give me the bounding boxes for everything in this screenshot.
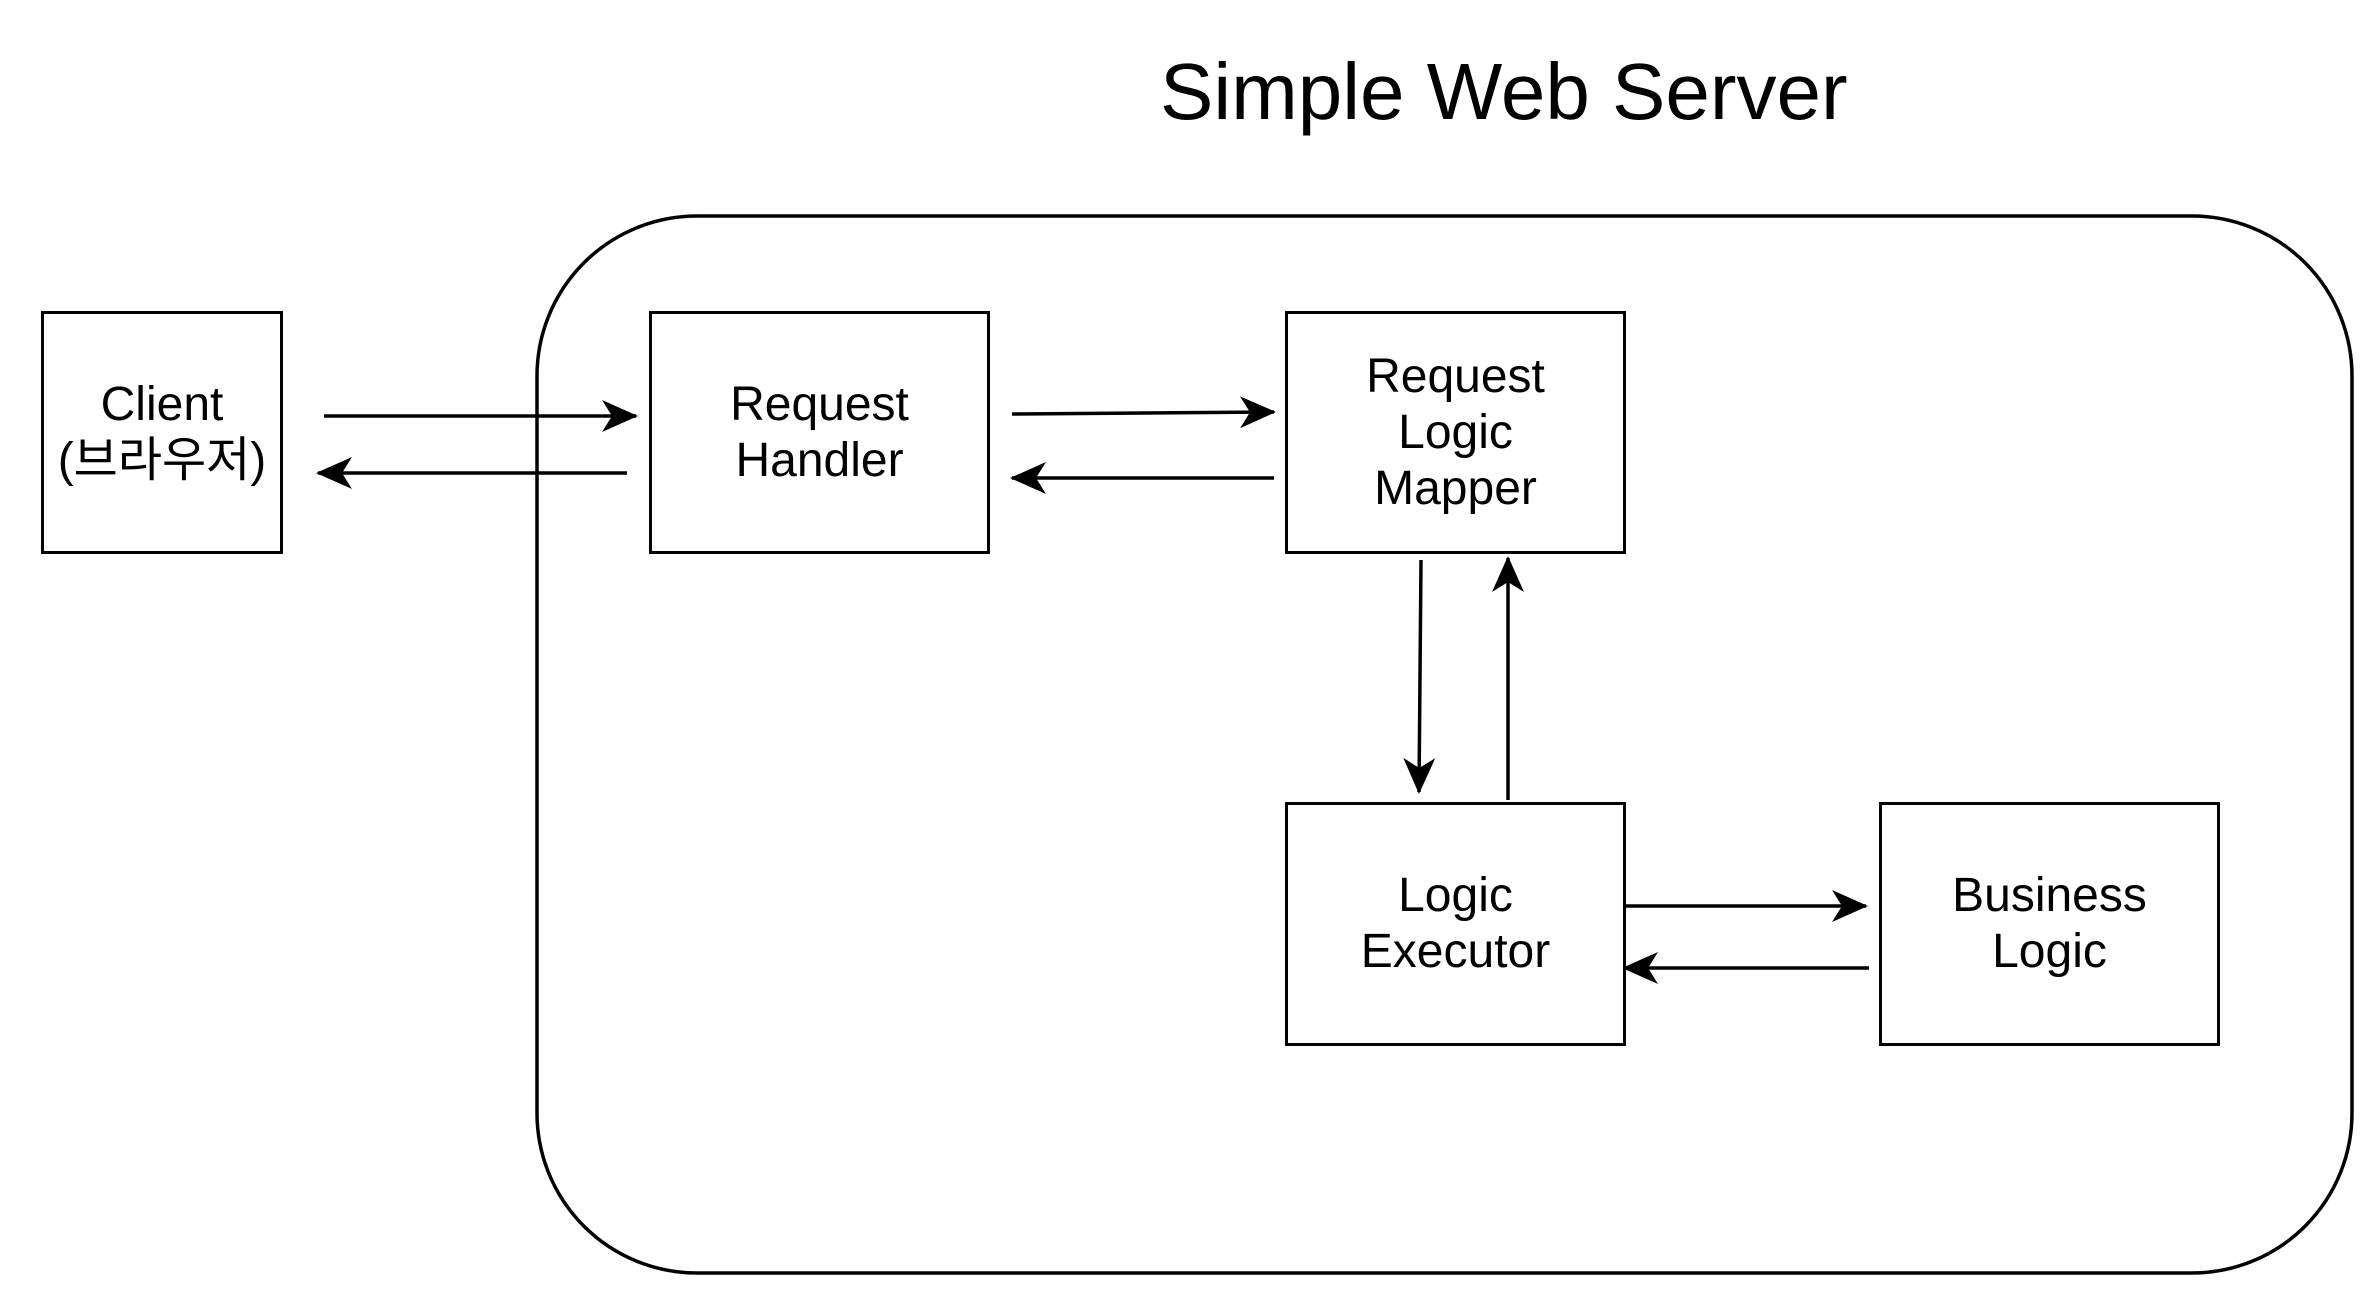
- server-container: [535, 214, 2354, 1275]
- request-handler-label: Request Handler: [730, 377, 909, 487]
- arrow-request-handler-to-mapper: [1011, 396, 1276, 429]
- business-logic-box: Business Logic: [1879, 802, 2220, 1046]
- diagram-title: Simple Web Server: [1160, 47, 1848, 136]
- request-handler-box: Request Handler: [649, 311, 990, 554]
- request-logic-mapper-label: Request Logic Mapper: [1366, 349, 1545, 515]
- logic-executor-label: Logic Executor: [1360, 869, 1551, 978]
- arrow-mapper-to-logic-executor: [1403, 559, 1436, 794]
- business-logic-label: Business Logic: [1952, 869, 2147, 978]
- request-logic-mapper-box: Request Logic Mapper: [1285, 311, 1626, 554]
- client-label: Client (브라우저): [57, 377, 267, 487]
- logic-executor-box: Logic Executor: [1285, 802, 1626, 1046]
- client-box: Client (브라우저): [41, 311, 283, 554]
